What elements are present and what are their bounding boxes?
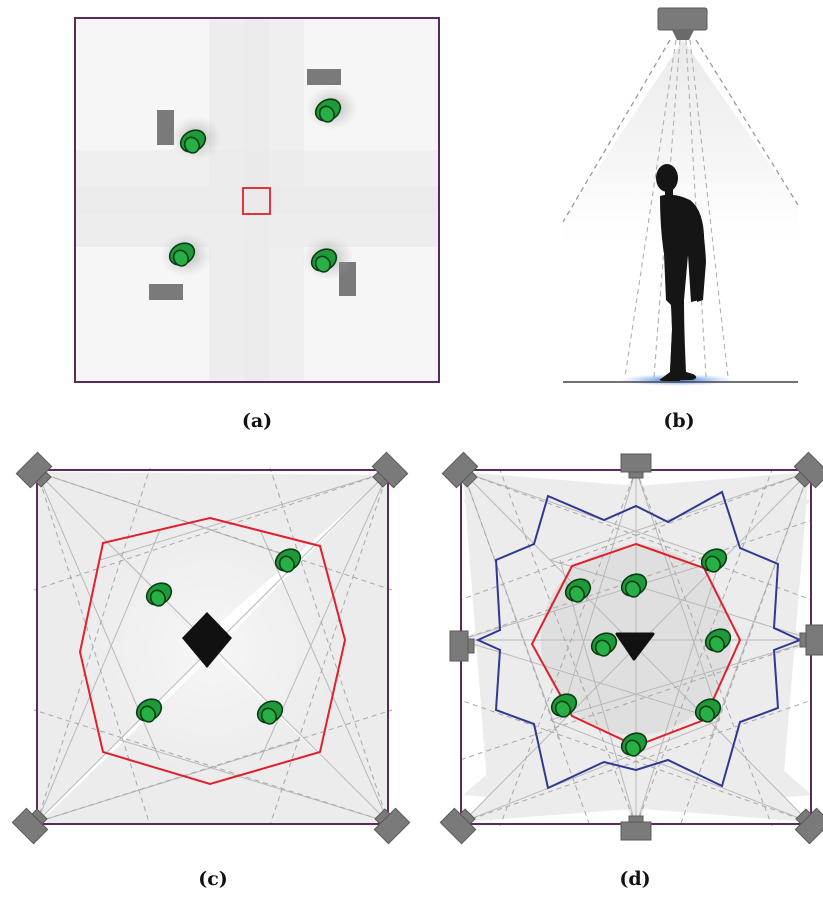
ceiling-camera-icon: [657, 7, 708, 31]
camera-icon: [794, 807, 823, 845]
fov-ray: [689, 39, 729, 378]
camera-fov-edges: [459, 469, 816, 827]
coverage-boundary-blue: [475, 490, 803, 790]
caption-c: (c): [198, 868, 228, 890]
caption-b: (b): [663, 410, 695, 432]
camera-icon: [793, 451, 823, 489]
caption-d: (d): [619, 868, 651, 890]
camera-icon: [157, 110, 174, 145]
obstacle: [182, 612, 232, 668]
camera-icon: [371, 451, 409, 489]
fov-ray: [653, 39, 681, 378]
panel-a: [74, 17, 440, 383]
camera-fov-edges: [33, 467, 393, 826]
camera-icon: [11, 807, 49, 845]
fov-edge: [562, 39, 671, 223]
panel-c-frame: [36, 469, 389, 825]
camera-lens-icon: [672, 30, 694, 40]
panel-c: [11, 451, 411, 845]
camera-icon: [620, 815, 652, 841]
camera-icon: [620, 453, 652, 479]
panel-a-frame: [74, 17, 440, 383]
fov-ray: [685, 39, 707, 378]
center-region-marker: [242, 187, 271, 215]
person-silhouette-icon: [656, 164, 706, 381]
panel-b: [562, 7, 799, 386]
camera-field-of-view: [563, 40, 798, 262]
camera-icon: [307, 69, 341, 85]
fov-ray: [624, 39, 677, 378]
panel-d: [439, 451, 823, 845]
caption-a: (a): [241, 410, 273, 432]
camera-icon: [449, 630, 475, 662]
overlap-band-horizontal-2: [75, 150, 439, 214]
camera-icon: [799, 624, 823, 656]
coverage-boundary-red: [78, 516, 347, 786]
camera-icon: [15, 451, 53, 489]
camera-icon: [149, 284, 183, 300]
camera-icon: [441, 451, 479, 489]
camera-icon: [439, 807, 477, 845]
obstacle: [615, 632, 655, 661]
camera-icon: [373, 807, 411, 845]
